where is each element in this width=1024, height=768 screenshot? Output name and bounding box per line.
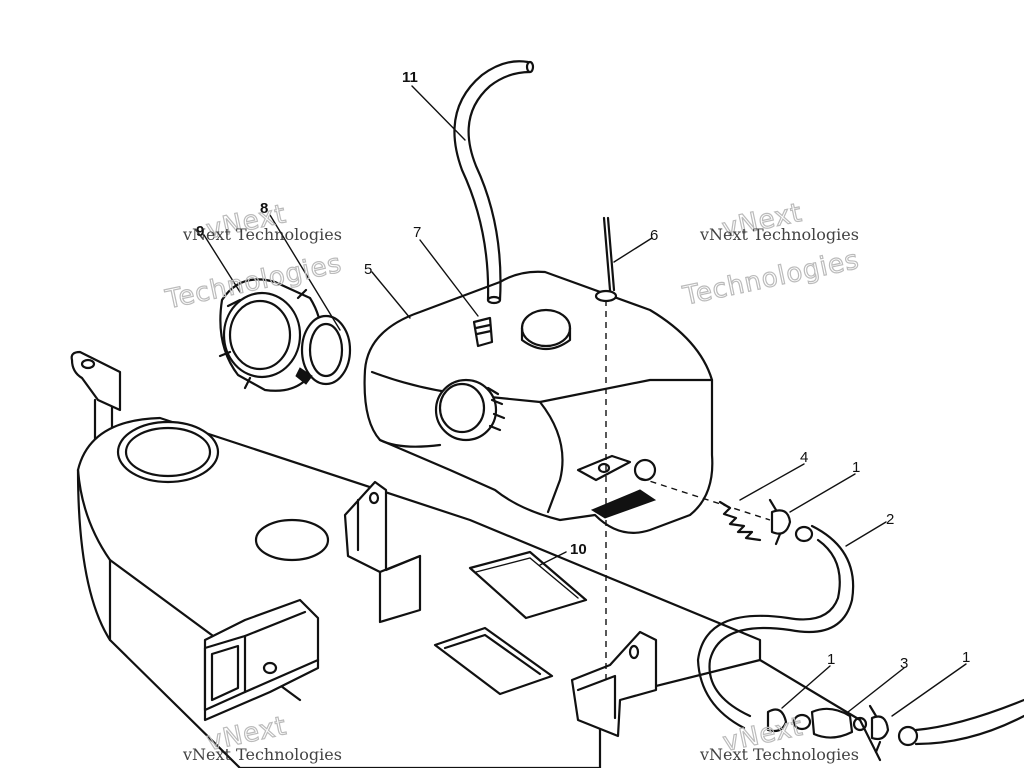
callout-7: 7 [413, 224, 421, 241]
svg-text:Technologies: Technologies [680, 245, 862, 312]
watermark-text: vNext Technologies [699, 225, 859, 244]
callout-3: 3 [900, 655, 908, 672]
callout-8: 8 [260, 200, 268, 217]
callout-1-middle: 1 [827, 651, 835, 668]
sender-rod [594, 216, 618, 680]
frame [70, 350, 882, 768]
watermark-text: vNext Technologies [182, 225, 342, 244]
callout-2: 2 [886, 511, 894, 528]
gasket [295, 314, 352, 386]
callouts: 11 8 9 5 7 6 4 1 2 10 1 3 1 [196, 69, 970, 672]
pad [468, 550, 588, 620]
watermark-text: vNext Technologies [699, 745, 859, 764]
fuel-line-assembly [639, 477, 1024, 754]
watermark-text: vNext Technologies [182, 745, 342, 764]
fitting [472, 316, 494, 348]
callout-9: 9 [196, 223, 204, 240]
fuel-tank [363, 270, 714, 534]
callout-5: 5 [364, 261, 372, 278]
callout-1-upper: 1 [852, 459, 860, 476]
vent-hose [453, 60, 535, 305]
callout-6: 6 [650, 227, 658, 244]
leader-lines [203, 85, 967, 717]
callout-10: 10 [570, 541, 587, 558]
callout-1-right: 1 [962, 649, 970, 666]
callout-11: 11 [402, 69, 418, 86]
callout-4: 4 [800, 449, 808, 466]
